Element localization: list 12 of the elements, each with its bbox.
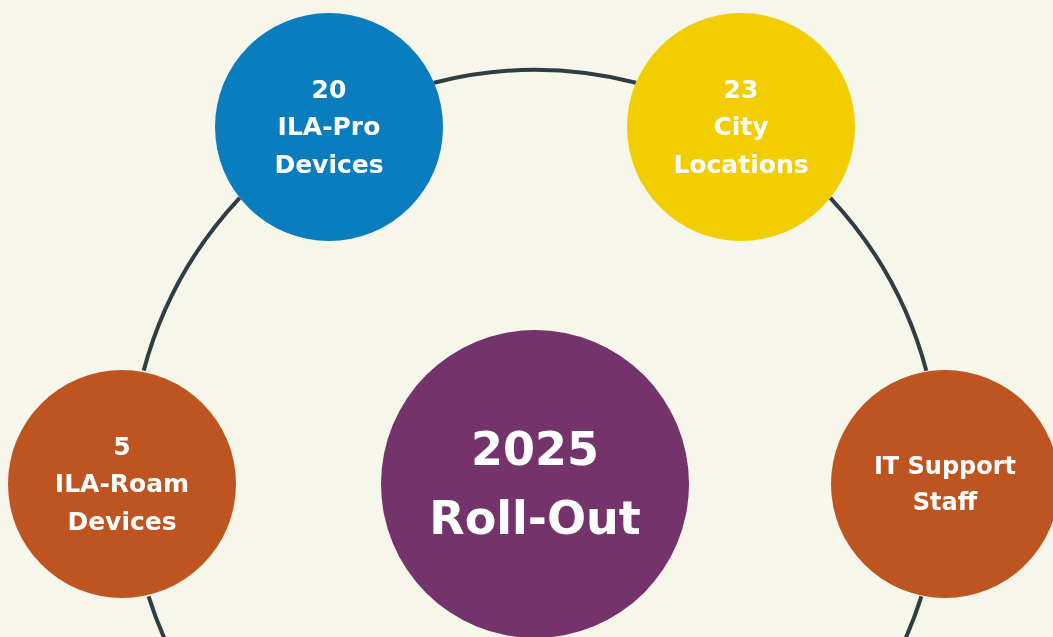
node-text: City Locations: [672, 111, 810, 181]
node-text: 23: [723, 73, 759, 106]
ring-connector: [433, 68, 637, 85]
node-text: IT Support Staff: [872, 451, 1018, 518]
node-text: 5: [113, 430, 131, 463]
node-text: ILA-Pro Devices: [273, 111, 385, 181]
node-text: 20: [311, 73, 347, 106]
ring-connector: [828, 196, 929, 372]
ring-connector: [141, 196, 242, 372]
ring-connector: [146, 595, 924, 637]
node-text: ILA-Roam Devices: [53, 468, 191, 538]
node-text: 2025 Roll-Out: [428, 421, 642, 547]
